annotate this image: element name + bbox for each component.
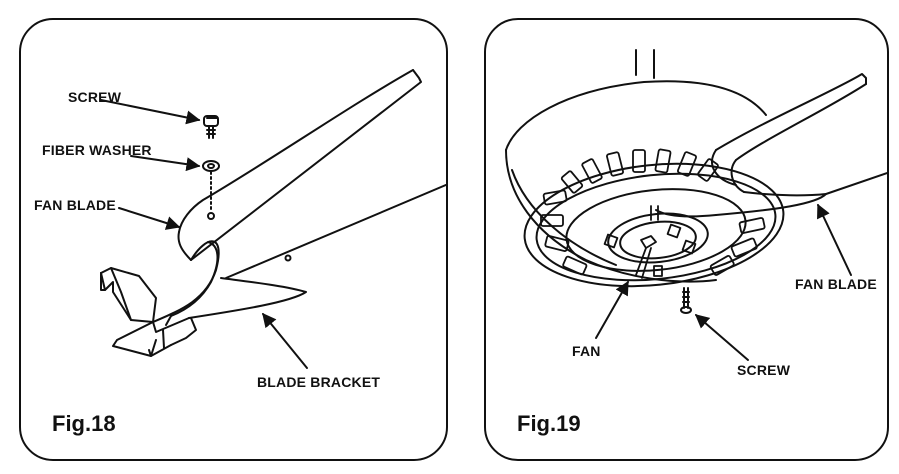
screw-shape [203, 115, 219, 139]
screw-leader-arrow [100, 99, 201, 125]
fig18-caption: Fig.18 [52, 411, 116, 436]
fan-blade-shape [655, 73, 887, 218]
fan-hub-shape [603, 205, 697, 279]
fig18-panel: SCREW FIBER WASHER FAN BLADE BLADE BRACK… [19, 18, 448, 461]
blade-bracket-leader-arrow [262, 312, 308, 369]
screw-shape [680, 287, 692, 314]
downrod-shape [635, 49, 655, 79]
fiber-washer-leader-arrow [130, 155, 201, 172]
fan-label: FAN [572, 343, 601, 359]
blade-bracket-shape [100, 240, 307, 357]
fig18-illustration [100, 69, 446, 369]
fan-blade-shape [177, 69, 446, 279]
fan-blade-label: FAN BLADE [795, 276, 877, 292]
blade-bracket-label: BLADE BRACKET [257, 374, 381, 390]
screw-label: SCREW [68, 89, 122, 105]
fan-blade-leader-arrow [118, 207, 181, 230]
screw-leader-arrow [694, 314, 749, 361]
vent-slots-shape [540, 148, 766, 276]
fiber-washer-label: FIBER WASHER [42, 142, 152, 158]
fan-blade-label: FAN BLADE [34, 197, 116, 213]
fan-leader-arrow [595, 280, 629, 339]
fan-blade-leader-arrow [817, 203, 852, 276]
motor-housing-shape [505, 80, 785, 288]
fig19-panel: FAN BLADE FAN SCREW Fig.19 [484, 18, 889, 461]
fig19-caption: Fig.19 [517, 411, 581, 436]
fig19-illustration [505, 49, 887, 361]
fiber-washer-shape [202, 160, 220, 211]
screw-label: SCREW [737, 362, 791, 378]
